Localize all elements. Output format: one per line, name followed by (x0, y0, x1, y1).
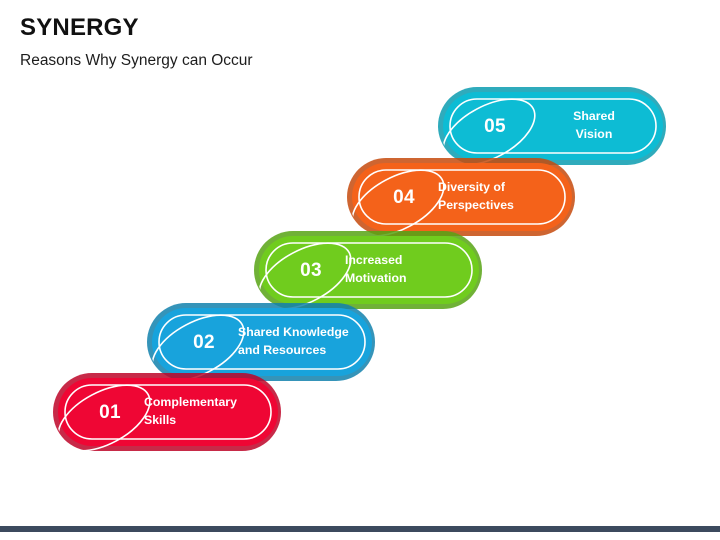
pill-label-line: Vision (575, 127, 613, 141)
slide-header: SYNERGY Reasons Why Synergy can Occur (20, 14, 620, 69)
pill-number-02: 02 (193, 331, 215, 353)
pill-step-04[interactable]: 04 Diversity of Perspectives (347, 158, 575, 237)
pill-number-03: 03 (300, 259, 322, 281)
pill-inner-outline-03 (265, 242, 473, 298)
pill-label-line: Diversity of (438, 180, 505, 195)
pill-label-line: Shared (573, 109, 615, 124)
pill-number-01: 01 (99, 401, 121, 423)
pill-inner-outline-04 (358, 169, 566, 225)
pill-shape-04 (347, 158, 575, 237)
bottom-accent-bar (0, 526, 720, 532)
pill-label-line: and Resources (238, 343, 327, 357)
pill-inner-outline-02 (158, 314, 366, 370)
pill-number-04: 04 (393, 186, 415, 208)
page-subtitle: Reasons Why Synergy can Occur (20, 51, 253, 69)
pill-label-line: Shared Knowledge (238, 325, 349, 340)
pill-inner-outline-01 (64, 384, 272, 440)
pill-body-04 (352, 163, 572, 231)
pill-shape-01 (53, 373, 281, 452)
pill-shape-05 (438, 87, 666, 166)
pill-label-04: Diversity of Perspectives (438, 163, 568, 231)
pill-label-line: Perspectives (438, 198, 514, 212)
pill-label-line: Motivation (345, 271, 407, 285)
pill-shape-03 (254, 231, 482, 310)
page-title: SYNERGY (20, 14, 139, 41)
pill-label-line: Increased (345, 253, 403, 268)
pill-body-03 (259, 236, 479, 304)
pill-body-01 (58, 378, 278, 446)
pill-shape-02 (147, 303, 375, 382)
pill-inner-outline-05 (449, 98, 657, 154)
pill-number-05: 05 (484, 115, 506, 137)
pill-step-02[interactable]: 02 Shared Knowledge and Resources (147, 303, 375, 382)
pill-label-line: Complementary (144, 395, 237, 410)
pill-body-05 (443, 92, 663, 160)
pill-label-line: Skills (144, 413, 177, 427)
pill-body-02 (152, 308, 372, 376)
pill-label-02: Shared Knowledge and Resources (238, 308, 368, 376)
